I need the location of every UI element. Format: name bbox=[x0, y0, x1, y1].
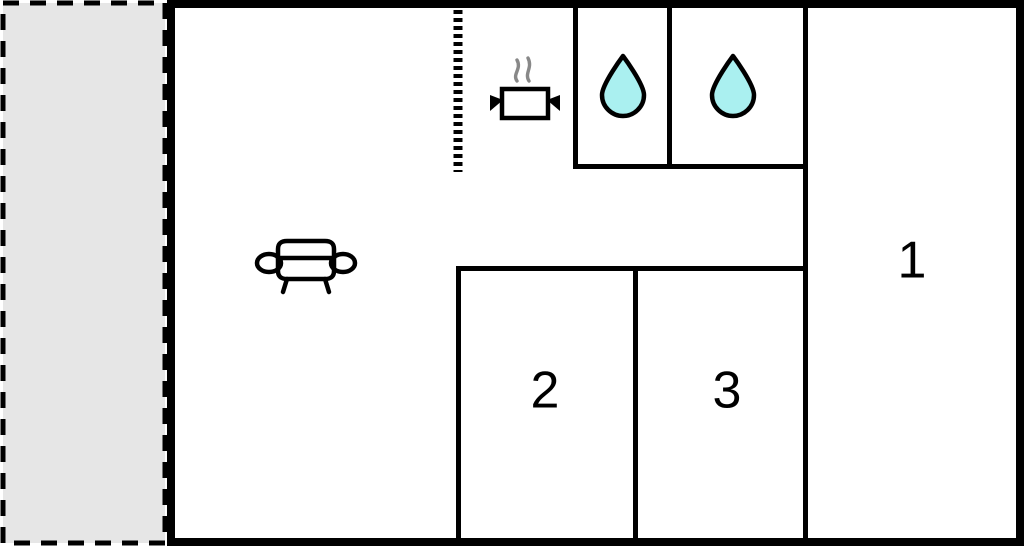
wall-right-exterior bbox=[1016, 0, 1024, 546]
wall-room2-room3-divider bbox=[633, 268, 638, 542]
cooking-pot-icon bbox=[490, 56, 560, 121]
wall-rooms23-top bbox=[456, 266, 808, 271]
balcony-area bbox=[0, 0, 168, 546]
room-label-1: 1 bbox=[898, 232, 927, 290]
steam-line-right bbox=[525, 56, 532, 83]
steam-line-left bbox=[513, 58, 521, 83]
sofa-icon bbox=[254, 238, 358, 295]
water-drop-icon-right bbox=[709, 53, 757, 119]
outer-walls bbox=[167, 0, 1024, 546]
room-label-2: 2 bbox=[531, 362, 560, 420]
wall-bathroom-divider bbox=[667, 4, 672, 168]
room-label-3: 3 bbox=[713, 362, 742, 420]
wall-room2-left-vertical bbox=[456, 266, 461, 542]
pot-body bbox=[499, 86, 551, 121]
balcony-fill bbox=[3, 3, 165, 543]
balcony-dashed-border bbox=[0, 0, 168, 546]
water-drop-icon-left bbox=[599, 53, 647, 119]
wall-bathroom-left-vertical bbox=[573, 4, 578, 168]
wall-top-exterior bbox=[167, 0, 1024, 8]
interior-walls bbox=[456, 4, 808, 542]
wall-bottom-exterior bbox=[167, 538, 1024, 546]
wall-room1-vertical bbox=[803, 4, 808, 542]
wall-left-exterior bbox=[167, 0, 175, 546]
wall-bathroom-bottom bbox=[573, 164, 808, 169]
